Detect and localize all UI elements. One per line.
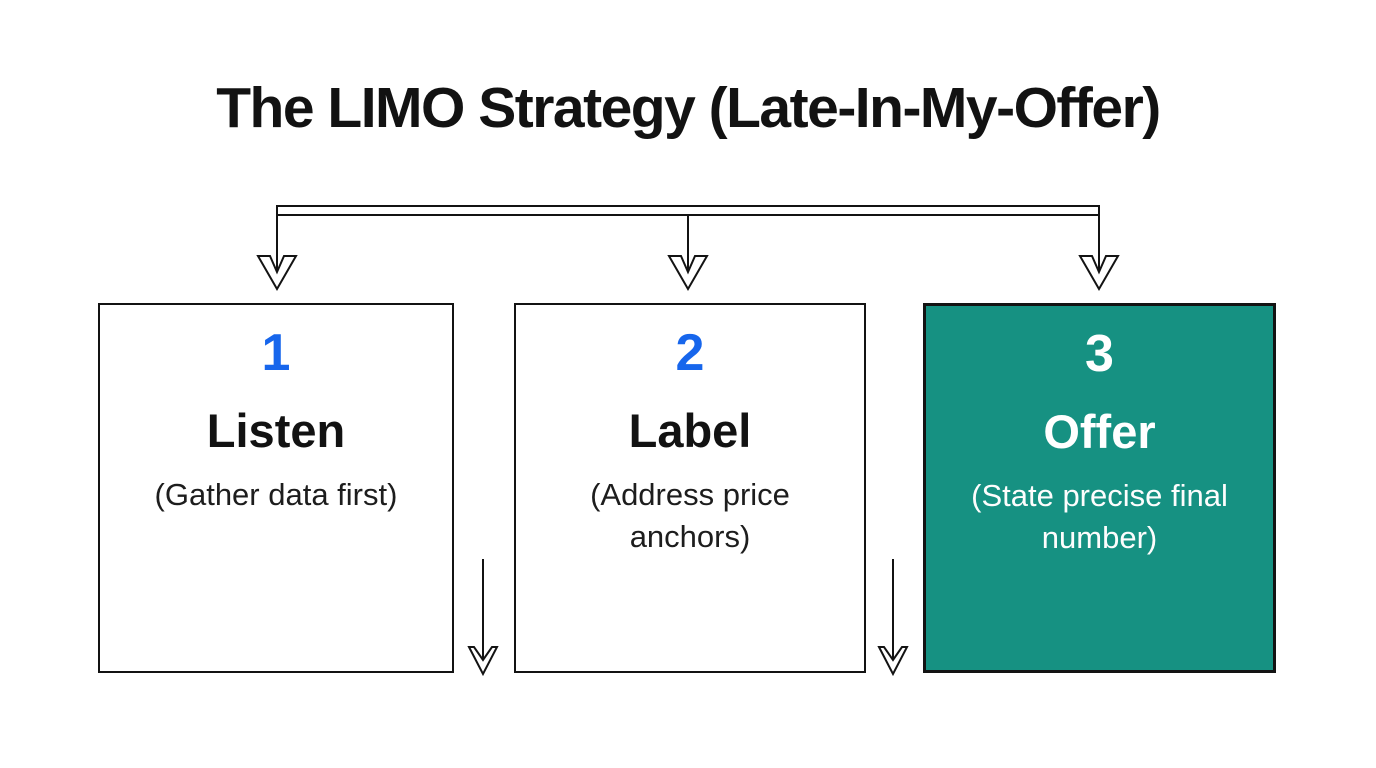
step-name: Offer	[1043, 405, 1156, 458]
step-name: Label	[628, 404, 752, 457]
arrowhead-down-icon	[467, 646, 499, 677]
step-3-box: 3 Offer (State precise final number)	[923, 303, 1276, 673]
arrowhead-down-icon	[1078, 255, 1120, 292]
diagram-title: The LIMO Strategy (Late-In-My-Offer)	[216, 76, 1161, 140]
step-note: (Address price anchors)	[590, 477, 790, 554]
step-name: Listen	[206, 404, 346, 457]
step-note: (State precise final number)	[971, 478, 1228, 555]
step-2-box: 2 Label (Address price anchors)	[514, 303, 866, 673]
step-1-box: 1 Listen (Gather data first)	[98, 303, 454, 673]
arrowhead-down-icon	[877, 646, 909, 677]
arrowhead-down-icon	[667, 255, 709, 292]
step-number: 1	[261, 324, 291, 382]
step-number: 3	[1085, 325, 1114, 383]
arrowhead-down-icon	[256, 255, 298, 292]
step-number: 2	[675, 324, 705, 382]
step-note: (Gather data first)	[154, 477, 398, 512]
